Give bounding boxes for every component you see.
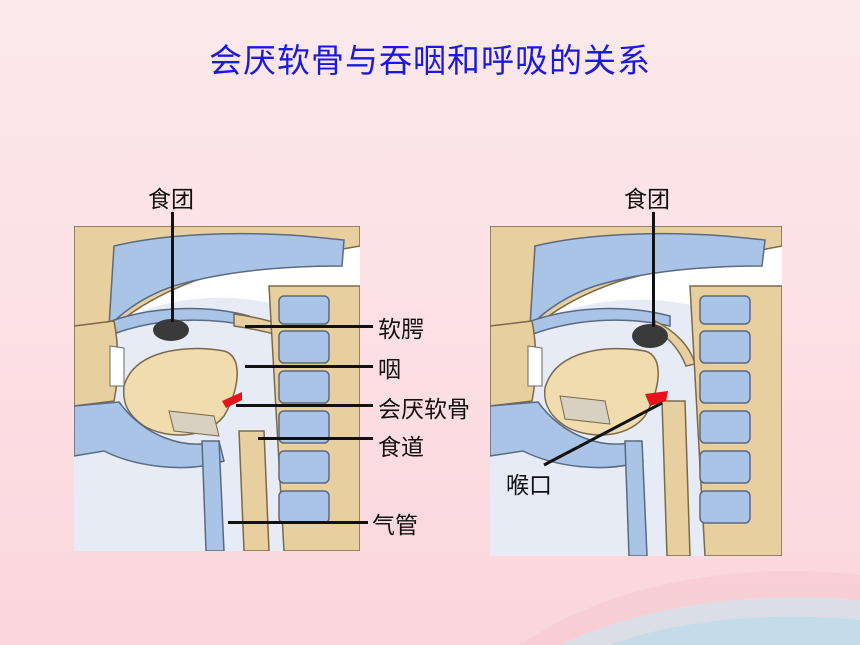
swallowing-diagram-left [74,226,360,551]
leader-larynx-opening [543,401,663,467]
label-larynx-opening: 喉口 [506,473,552,499]
label-food-bolus-left: 食团 [148,187,194,213]
leader-food-bolus-left [171,212,174,322]
page-title: 会厌软骨与吞咽和呼吸的关系 [209,41,651,80]
leader-soft-palate [245,325,373,328]
label-epiglottis: 会厌软骨 [378,397,470,423]
sagittal-head-neck-illustration-swallowing [74,226,360,551]
label-esophagus: 食道 [378,435,424,461]
label-soft-palate: 软腭 [378,317,424,343]
breathing-diagram-right [490,226,782,556]
leader-pharynx [245,365,373,368]
leader-esophagus [258,437,373,440]
leader-food-bolus-right [652,212,655,327]
leader-epiglottis [236,404,373,407]
label-food-bolus-right: 食团 [624,187,670,213]
label-trachea: 气管 [372,513,418,539]
sagittal-head-neck-illustration-breathing [490,226,782,556]
leader-trachea [228,521,368,524]
label-pharynx: 咽 [378,357,401,383]
